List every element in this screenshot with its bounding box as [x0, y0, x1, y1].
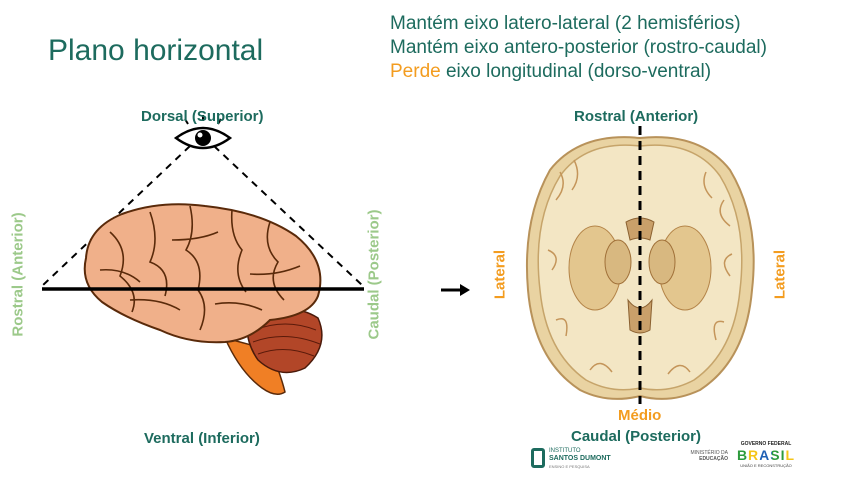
- caudal-bottom-label: Caudal (Posterior): [571, 428, 702, 445]
- info-line-2: Mantém eixo antero-posterior (rostro-cau…: [390, 37, 767, 58]
- gov-bottom-text: UNIÃO E RECONSTRUÇÃO: [740, 463, 792, 468]
- ministry-logo: MINISTÉRIO DA EDUCAÇÃO: [686, 450, 728, 462]
- info-highlight: Perde: [390, 61, 441, 82]
- gov-brasil-logo: GOVERNO FEDERAL BRASIL UNIÃO E RECONSTRU…: [735, 441, 797, 471]
- lateral-right-label: Lateral: [771, 249, 789, 300]
- dorsal-label: Dorsal (Superior): [141, 108, 264, 125]
- institute-line-2: SANTOS DUMONT: [549, 455, 611, 462]
- arrow-right-icon: [441, 284, 470, 296]
- slide-title: Plano horizontal: [48, 34, 264, 67]
- brain-illustration: [83, 203, 323, 395]
- eye-icon: [173, 115, 233, 150]
- ventral-label: Ventral (Inferior): [144, 430, 260, 447]
- gov-top-text: GOVERNO FEDERAL: [740, 441, 792, 447]
- ministry-line-1: MINISTÉRIO DA: [690, 450, 728, 456]
- caudal-posterior-label: Caudal (Posterior): [365, 209, 383, 340]
- rostral-anterior-label: Rostral (Anterior): [9, 212, 27, 337]
- projection-line-left: [41, 145, 191, 287]
- projection-line-right: [213, 145, 364, 287]
- ministry-line-2: EDUCAÇÃO: [699, 456, 728, 462]
- rostral-top-label: Rostral (Anterior): [574, 108, 699, 125]
- gov-name-text: BRASIL: [736, 447, 796, 463]
- info-line-1: Mantém eixo latero-lateral (2 hemisfério…: [390, 13, 741, 34]
- institute-line-3: ENSINO E PESQUISA: [549, 464, 590, 469]
- axis-info: Mantém eixo latero-lateral (2 hemisfério…: [390, 12, 767, 84]
- info-line-3: Perde eixo longitudinal (dorso-ventral): [390, 60, 767, 84]
- lateral-left-label: Lateral: [491, 249, 509, 300]
- institute-logo-icon: [531, 448, 545, 468]
- institute-line-1: INSTITUTO: [549, 448, 581, 454]
- info-line-3-text: eixo longitudinal (dorso-ventral): [440, 61, 712, 82]
- santos-dumont-logo: INSTITUTO SANTOS DUMONT ENSINO E PESQUIS…: [531, 448, 621, 470]
- medio-label: Médio: [618, 407, 662, 424]
